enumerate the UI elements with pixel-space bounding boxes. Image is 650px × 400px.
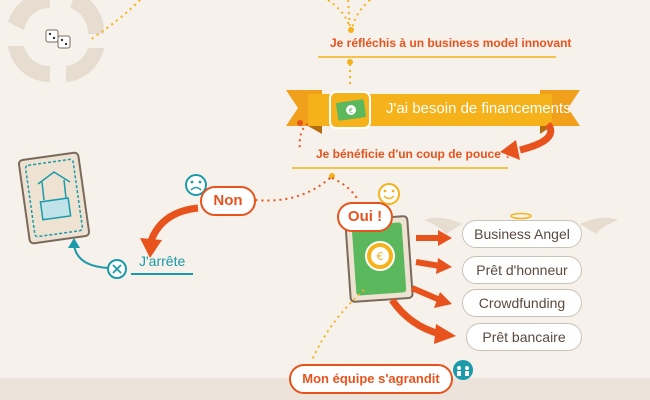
orange-arrow-head [140,238,162,258]
node-dot [297,120,303,126]
team-icon [453,360,473,380]
top-connectors [89,0,371,41]
orange-arrow [146,204,199,246]
option-business-angel: Business Angel [462,220,582,248]
next-step-pill: Mon équipe s'agrandit [289,364,453,394]
option-pret-honneur: Prêt d'honneur [462,256,582,284]
connector [311,289,365,361]
stop-icon [107,259,127,279]
happy-face-icon [378,183,400,205]
wishing-well-icon [17,151,91,245]
teal-arrow-head [68,238,80,248]
option-arrows [389,230,456,344]
node-dot [348,27,354,33]
connector [298,123,309,151]
banner-title: J'ai besoin de financements [386,100,571,117]
node-dot [347,59,353,65]
connector [331,177,359,201]
wings-icon [424,212,618,234]
dice-icon [45,29,71,49]
coin-symbol: € [377,250,384,263]
question-business-model: Je réfléchis à un business model innovan… [330,36,572,50]
orange-arrow [519,121,555,154]
bill-symbol: € [349,107,353,115]
option-crowdfunding: Crowdfunding [462,289,582,317]
coin-icon: € [365,241,395,271]
money-bill-icon: € [336,99,366,121]
node-dot [329,173,335,179]
option-pret-bancaire: Prêt bancaire [466,323,582,351]
connector [255,177,331,202]
stop-label: J'arrête [131,253,194,275]
answer-yes-pill: Oui ! [337,202,393,232]
cycle-arrows-icon [8,0,105,83]
orange-arrow-head [500,140,520,160]
sad-face-icon [185,174,207,196]
question-coup-de-pouce: Je bénéficie d'un coup de pouce ? [316,147,512,161]
answer-no-pill: Non [200,186,256,216]
